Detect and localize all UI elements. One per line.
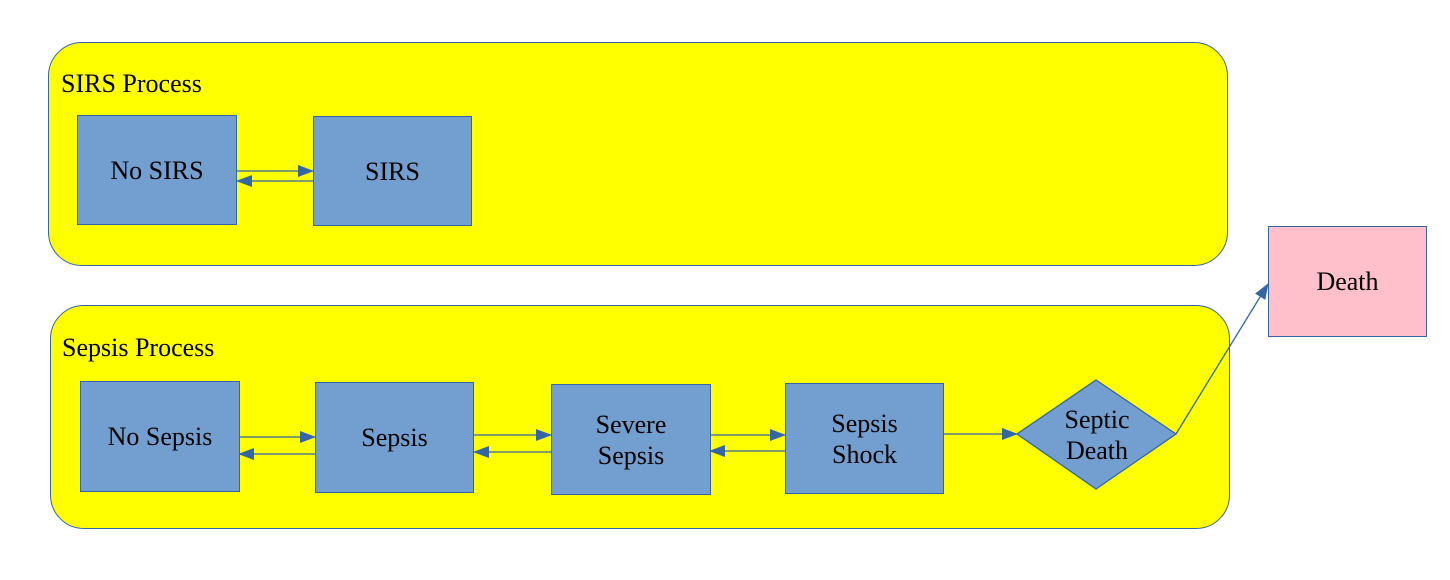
sirs-process-title: SIRS Process: [61, 69, 202, 98]
septic-death-diamond: [1015, 379, 1178, 490]
node-no-sirs: No SIRS: [77, 115, 237, 225]
node-death: Death: [1268, 226, 1427, 337]
node-sepsis: Sepsis: [315, 382, 474, 493]
node-no-sepsis: No Sepsis: [80, 381, 240, 492]
edge-septic-death-to-death: [1175, 283, 1269, 435]
node-septic-death-label: Septic Death: [1064, 405, 1130, 465]
node-severe-sepsis: Severe Sepsis: [551, 384, 711, 495]
sepsis-process-title: Sepsis Process: [62, 333, 215, 362]
node-sirs: SIRS: [313, 116, 472, 226]
node-sepsis-shock: Sepsis Shock: [785, 383, 944, 494]
sirs-process-container: SIRS Process: [48, 42, 1228, 266]
